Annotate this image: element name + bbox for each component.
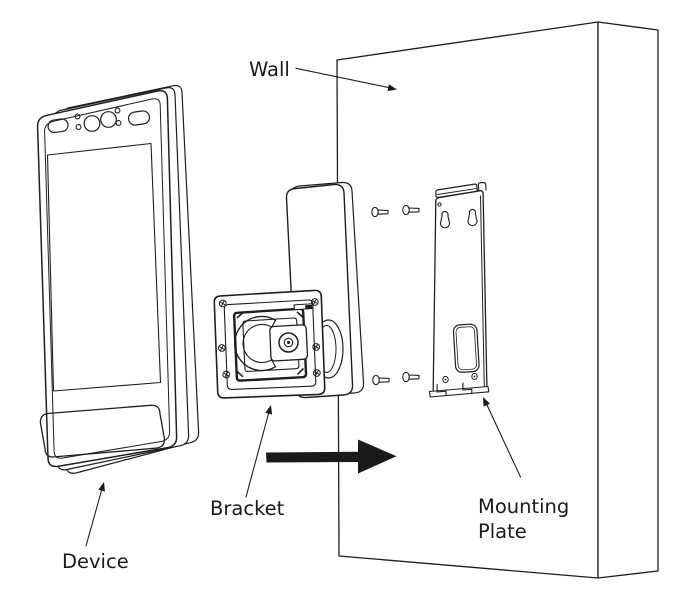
plate-screw-hole-right-dot <box>473 375 476 378</box>
device-illustration <box>36 84 200 474</box>
device-camera-cluster <box>47 107 151 134</box>
mic-dot-icon <box>74 113 81 120</box>
bracket-bolt-inner <box>283 337 294 348</box>
mounting-plate-cutout-inner <box>455 326 477 371</box>
screw-top-left <box>371 206 389 218</box>
device-bottom-panel <box>39 404 166 458</box>
mic-dot-icon <box>114 107 121 114</box>
bracket-label: Bracket <box>210 497 285 520</box>
mounting-plate-top-hook <box>477 182 487 192</box>
mounting-plate-cutout <box>452 323 480 373</box>
mounting-plate-leader-line <box>485 402 522 478</box>
plate-screw-hole-right <box>471 372 478 381</box>
screw-bottom-left <box>372 374 390 386</box>
bracket-bolt-center <box>287 341 290 344</box>
bracket-hinge-crescent <box>234 315 277 372</box>
mounting-plate-side-fold <box>480 195 485 388</box>
bracket-tilt-plate <box>232 307 308 382</box>
mounting-plate-illustration <box>428 182 490 398</box>
mounting-plate-pin-hole <box>437 202 442 207</box>
mounting-plate-bottom-hook-right <box>462 382 473 395</box>
device-leader-arrowhead-icon <box>98 482 105 492</box>
keyhole-slot-left <box>439 211 451 229</box>
camera-lens-left-icon <box>83 115 101 132</box>
wall-side-face <box>597 21 659 579</box>
mic-dot-icon <box>75 124 82 130</box>
screw-bottom-right <box>402 371 420 383</box>
device-bezel-line <box>44 98 171 459</box>
screw-top-right <box>402 204 420 216</box>
bracket-frame-inner <box>223 299 317 390</box>
mounting-plate-leader-arrowhead-icon <box>483 397 490 407</box>
mounting-plate-label-line2: Plate <box>478 520 527 543</box>
bracket-leader-line <box>245 411 270 498</box>
wall-leader-arrowhead-icon <box>387 84 397 92</box>
wall-leader-line <box>295 67 391 89</box>
bracket-illustration <box>213 181 365 399</box>
mounting-plate-top-tab <box>435 183 478 198</box>
leader-lines <box>85 67 522 547</box>
bracket-frame-outer <box>213 289 326 399</box>
keyhole-slot-right <box>467 208 478 227</box>
bracket-frame-screws <box>217 298 321 379</box>
camera-lens-right-icon <box>100 111 117 128</box>
bracket-opening <box>242 317 300 372</box>
device-front-face <box>36 89 178 468</box>
mic-dot-icon <box>115 120 122 126</box>
right-arrow-icon <box>266 439 397 474</box>
mounting-screws <box>371 204 420 386</box>
plate-screw-hole-left-dot <box>444 378 447 381</box>
mounting-plate-label-line1: Mounting <box>478 495 569 518</box>
sensor-window-left-icon <box>47 118 69 134</box>
mounting-plate-bottom-flange <box>428 385 490 398</box>
bracket-latch-tab-dark <box>305 304 313 309</box>
mounting-plate-top-tab-line <box>437 188 477 195</box>
bracket-leader-arrowhead-icon <box>265 405 273 415</box>
wall-label: Wall <box>249 58 290 81</box>
device-label: Device <box>62 550 129 573</box>
leader-arrowheads <box>98 84 490 492</box>
device-leader-line <box>85 488 103 547</box>
bracket-tilt-plate-bevels <box>236 311 304 378</box>
plate-screw-hole-left <box>442 375 449 384</box>
mounting-plate-bottom-hook-left <box>436 383 447 397</box>
device-screen <box>46 142 162 392</box>
sensor-window-right-icon <box>127 110 151 126</box>
